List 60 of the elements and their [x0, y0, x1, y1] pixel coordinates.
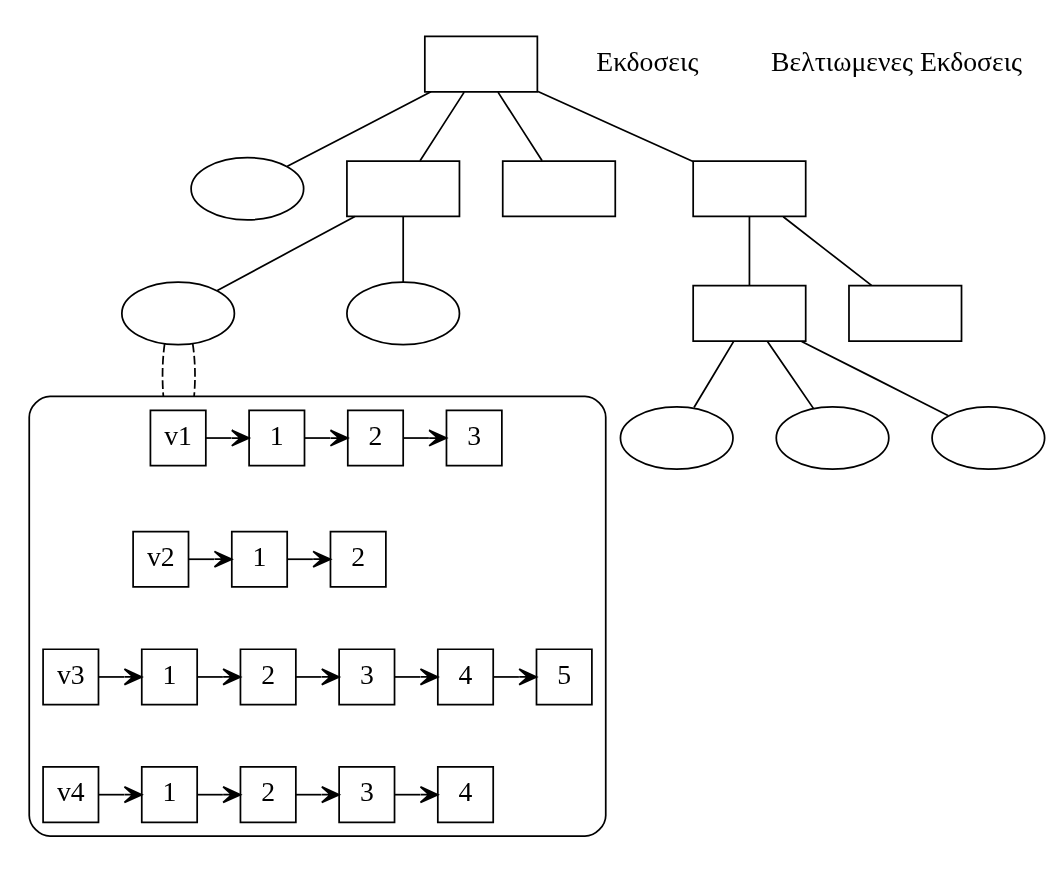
node-box — [692, 159, 807, 217]
arrow — [286, 550, 332, 568]
node-box: v3 — [42, 647, 100, 705]
node-ellipse — [931, 405, 1046, 470]
node-box: v1 — [149, 408, 207, 467]
node-box — [692, 284, 807, 342]
label: Εκδοσεις — [596, 45, 699, 77]
arrow — [393, 667, 439, 686]
arrow — [295, 785, 340, 803]
node-box: 5 — [535, 647, 593, 705]
node-box — [423, 35, 539, 93]
node-box: 2 — [239, 647, 297, 705]
node-box: v4 — [42, 765, 100, 823]
connector — [693, 340, 735, 408]
arrow — [205, 428, 250, 447]
arrow — [196, 667, 242, 686]
node-box: 3 — [338, 647, 396, 705]
connector — [216, 215, 356, 291]
arrow — [393, 785, 439, 803]
cluster — [28, 395, 607, 837]
node-box: 4 — [436, 765, 495, 823]
node-ellipse — [190, 156, 305, 221]
connector — [286, 90, 432, 167]
node-box: 1 — [248, 408, 306, 467]
node-box — [501, 159, 617, 217]
arrow — [402, 428, 448, 447]
node-ellipse — [121, 280, 236, 345]
node-box: v2 — [132, 530, 190, 588]
node-box: 1 — [140, 765, 199, 823]
arrow — [196, 785, 242, 803]
connector — [497, 90, 543, 162]
label: Βελτιωμενες Εκδοσεις — [771, 45, 1023, 77]
node-ellipse — [775, 405, 890, 470]
node-ellipse — [619, 405, 734, 470]
connector — [402, 215, 405, 283]
node-box: 2 — [346, 408, 405, 467]
connector — [748, 215, 751, 286]
node-box: 2 — [239, 765, 297, 823]
connector — [782, 215, 873, 286]
node-box — [848, 284, 963, 342]
connector — [419, 90, 466, 162]
node-box: 3 — [445, 408, 503, 467]
arrow — [97, 667, 143, 686]
arrow — [303, 428, 349, 447]
node-box: 3 — [338, 765, 396, 823]
arrow — [187, 550, 233, 568]
node-box: 1 — [230, 530, 289, 588]
arrow — [97, 785, 143, 803]
connector — [766, 340, 815, 409]
connector — [800, 340, 949, 416]
node-box: 1 — [140, 647, 199, 705]
connector — [191, 342, 196, 397]
arrow — [295, 667, 340, 686]
node-box: 4 — [436, 647, 495, 705]
node-ellipse — [346, 280, 461, 345]
connector — [161, 342, 166, 397]
connector — [537, 90, 694, 162]
node-box: 2 — [329, 530, 387, 588]
arrow — [492, 667, 538, 686]
node-box — [346, 159, 461, 217]
